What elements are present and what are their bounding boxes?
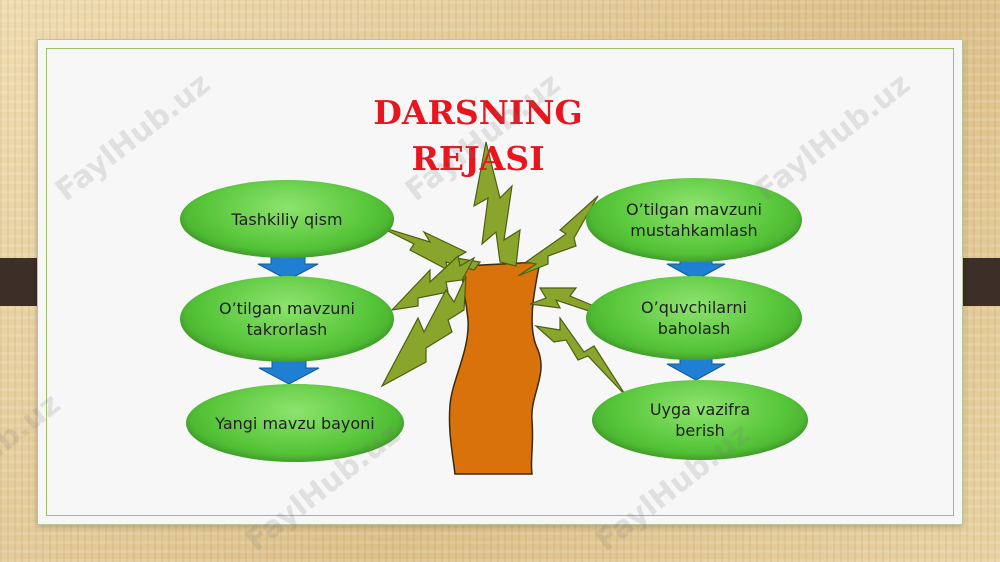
step-label: Tashkiliy qism — [231, 209, 343, 229]
step-label: Uyga vazifra berish — [649, 400, 751, 440]
slide-title: DARSNING REJASI — [340, 90, 616, 182]
step-node-left-2: O’tilgan mavzuni takrorlash — [180, 276, 394, 362]
step-node-right-1: O’tilgan mavzuni mustahkamlash — [586, 178, 802, 262]
step-node-left-3: Yangi mavzu bayoni — [186, 384, 404, 462]
step-node-right-2: O’quvchilarni baholash — [586, 276, 802, 360]
palm-leaf-lower-right — [534, 316, 627, 397]
palm-leaf-top — [473, 141, 521, 267]
palm-trunk — [448, 261, 542, 475]
palm-leaf-mid-left-1 — [390, 254, 476, 311]
title-line-2: REJASI — [411, 139, 545, 178]
step-label: O’tilgan mavzuni mustahkamlash — [625, 200, 762, 240]
palm-leaf-mid-left-2 — [380, 275, 467, 388]
step-label: O’tilgan mavzuni takrorlash — [218, 299, 355, 339]
step-node-left-1: Tashkiliy qism — [180, 180, 394, 258]
step-node-right-3: Uyga vazifra berish — [592, 380, 808, 460]
title-line-1: DARSNING — [373, 93, 583, 132]
palm-leaf-upper-right — [517, 195, 599, 277]
step-label: O’quvchilarni baholash — [641, 298, 747, 338]
step-label: Yangi mavzu bayoni — [215, 413, 375, 433]
